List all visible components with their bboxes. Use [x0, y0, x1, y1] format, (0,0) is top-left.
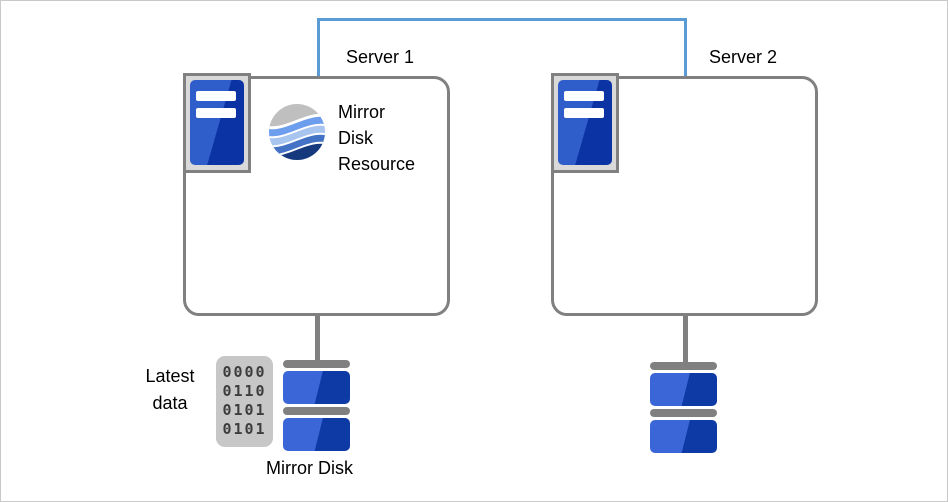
server-slot: [196, 91, 236, 101]
latest-data-label: Latest data: [135, 363, 205, 417]
server-tower-body: [558, 80, 612, 165]
disk-platter: [650, 373, 717, 406]
mirror-disk-resource-label: Mirror Disk Resource: [338, 99, 415, 177]
server1-label: Server 1: [346, 47, 415, 67]
disk-cap: [650, 409, 717, 417]
label-line: data: [152, 393, 188, 413]
label-line: Disk: [338, 128, 373, 148]
server-interconnect-line: [317, 18, 687, 77]
server-slot: [196, 108, 236, 118]
server1-disk-connector: [315, 314, 320, 361]
disk-platter: [283, 371, 350, 404]
server-slot: [564, 108, 604, 118]
server-slot: [564, 91, 604, 101]
disk-platter: [283, 418, 350, 451]
server2-mirror-disk-icon: [650, 362, 717, 453]
mirror-disk-resource-icon: [269, 104, 325, 160]
binary-row: 0000: [222, 363, 267, 381]
disk-cap: [650, 362, 717, 370]
disk-cap: [283, 407, 350, 415]
server1-mirror-disk-icon: [283, 360, 350, 451]
disk-platter: [650, 420, 717, 453]
server2-label: Server 2: [709, 47, 778, 67]
server1-tower-icon: [183, 73, 251, 173]
server-tower-body: [190, 80, 244, 165]
label-line: Mirror: [338, 102, 385, 122]
label-line: Resource: [338, 154, 416, 174]
disk-cap: [283, 360, 350, 368]
binary-row: 0101: [222, 420, 267, 438]
mirror-disk-label: Mirror Disk: [266, 458, 353, 478]
server2-disk-connector: [683, 314, 688, 363]
label-line: Latest: [145, 366, 195, 386]
binary-row: 0101: [222, 401, 267, 419]
binary-data-icon: 0000 0110 0101 0101: [216, 356, 273, 447]
binary-row: 0110: [222, 382, 267, 400]
server2-tower-icon: [551, 73, 619, 173]
